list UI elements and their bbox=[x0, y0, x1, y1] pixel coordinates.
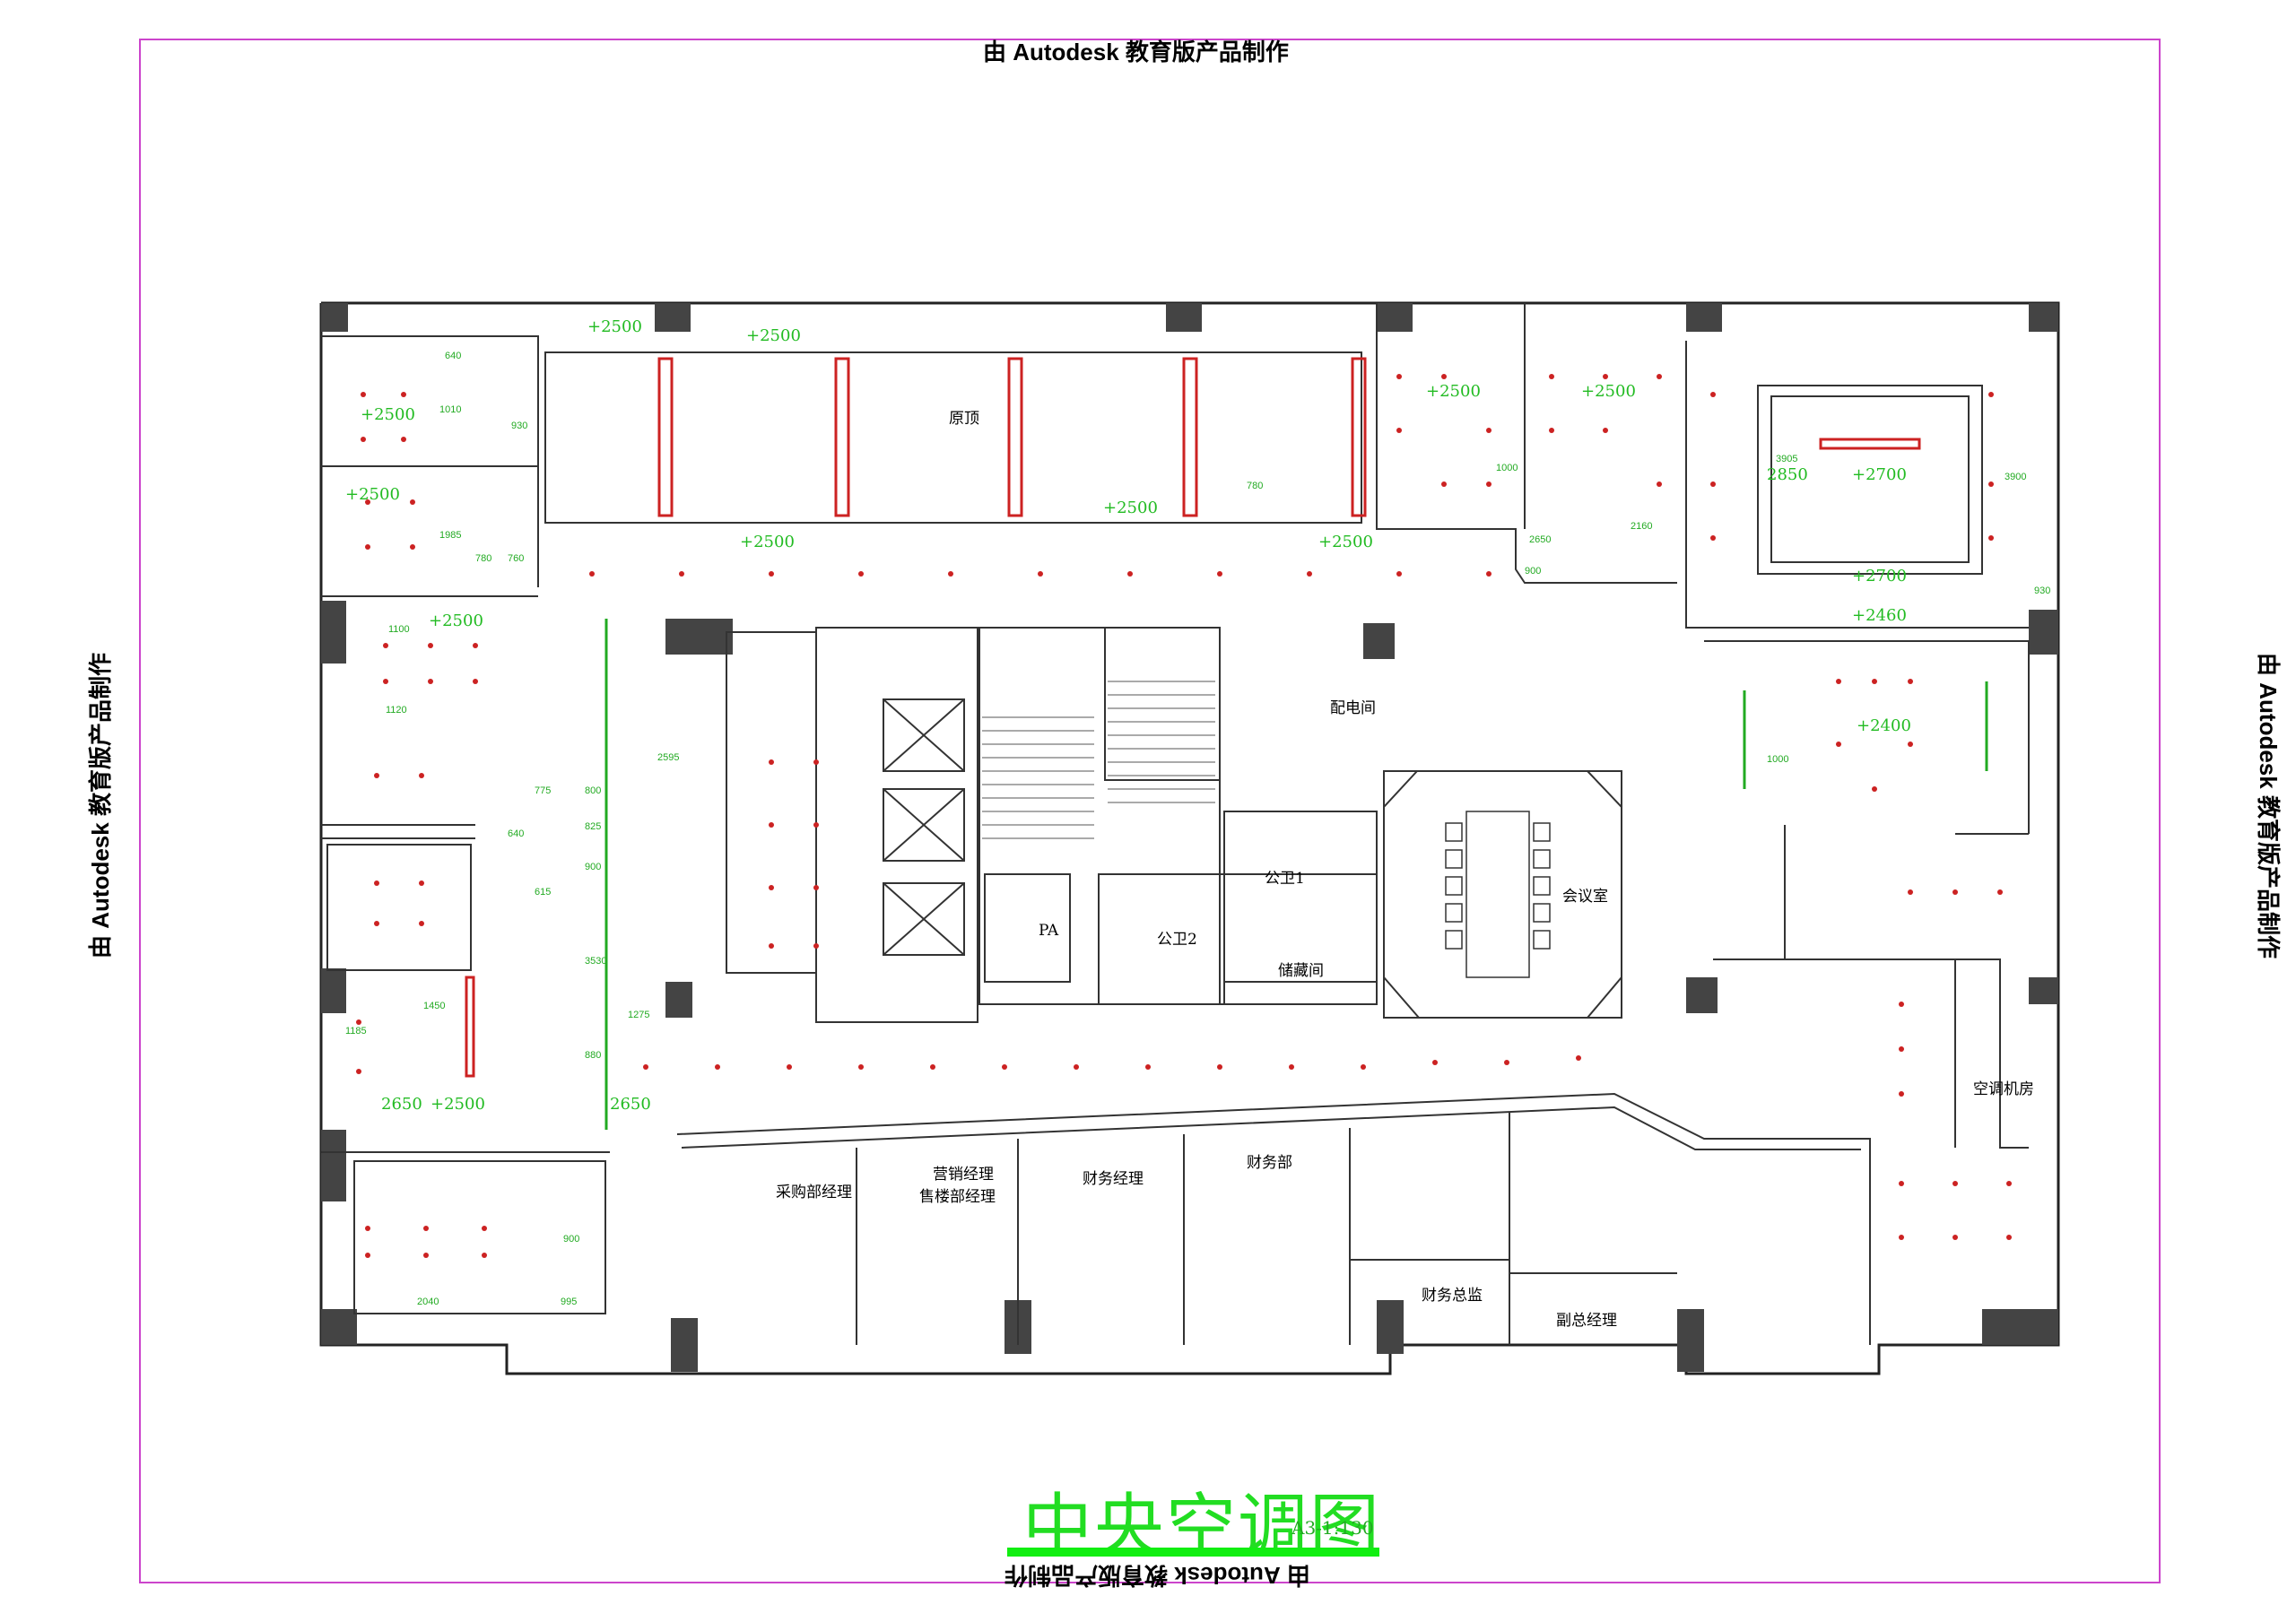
elevation-mark: +2500 bbox=[740, 533, 795, 551]
elevation-mark: 2650 bbox=[610, 1095, 651, 1114]
room-label-marketing: 营销经理 bbox=[933, 1166, 994, 1184]
dimension-label: 930 bbox=[2034, 585, 2050, 596]
stairs bbox=[982, 681, 1215, 839]
elevation-mark: +2460 bbox=[1852, 606, 1907, 625]
dimension-label: 900 bbox=[1525, 566, 1541, 577]
title-underline bbox=[1007, 1548, 1379, 1557]
room-label-sales: 售楼部经理 bbox=[919, 1188, 996, 1206]
dimension-label: 995 bbox=[561, 1297, 577, 1307]
room-label-pa: PA bbox=[1039, 922, 1059, 940]
dimension-label: 2160 bbox=[1631, 521, 1652, 532]
elevators bbox=[883, 698, 965, 956]
elevation-mark: +2400 bbox=[1857, 716, 1911, 735]
dimension-label: 930 bbox=[511, 421, 527, 431]
elevation-mark: +2500 bbox=[1103, 499, 1158, 517]
dimension-label: 1275 bbox=[628, 1010, 649, 1020]
point-diffusers bbox=[356, 374, 2012, 1258]
dimension-label: 780 bbox=[475, 553, 491, 564]
room-label-findir: 财务总监 bbox=[1422, 1287, 1483, 1305]
dimension-label: 1185 bbox=[345, 1026, 367, 1037]
elevation-mark: +2700 bbox=[1852, 567, 1907, 585]
dimension-label: 900 bbox=[563, 1234, 579, 1245]
room-label-purchase: 采购部经理 bbox=[776, 1184, 852, 1201]
dimension-label: 1985 bbox=[439, 530, 461, 541]
elevation-mark: +2500 bbox=[361, 405, 415, 424]
dimension-label: 640 bbox=[445, 351, 461, 361]
dimension-label: 2595 bbox=[657, 752, 679, 763]
room-label-finmgr: 财务经理 bbox=[1083, 1170, 1144, 1188]
elevation-mark: +2500 bbox=[746, 326, 801, 345]
room-label-storage: 储藏间 bbox=[1278, 962, 1324, 980]
room-label-vicegm: 副总经理 bbox=[1556, 1312, 1617, 1330]
room-label-wc1: 公卫1 bbox=[1265, 870, 1305, 888]
slot-diffusers bbox=[465, 357, 1921, 1078]
dimension-label: 1000 bbox=[1496, 463, 1518, 473]
columns bbox=[321, 303, 2058, 1372]
dimension-label: 825 bbox=[585, 821, 601, 832]
supply-lines bbox=[604, 619, 1988, 1130]
dimension-label: 775 bbox=[535, 785, 551, 796]
elevation-mark: 2850 bbox=[1767, 465, 1808, 484]
elevation-mark: +2500 bbox=[345, 485, 400, 504]
dimension-label: 2040 bbox=[417, 1297, 439, 1307]
dimension-label: 640 bbox=[508, 828, 524, 839]
dimension-label: 800 bbox=[585, 785, 601, 796]
dimension-label: 780 bbox=[1247, 481, 1263, 491]
dimension-label: 615 bbox=[535, 887, 551, 898]
watermark-top: 由 Autodesk 教育版产品制作 bbox=[983, 39, 1289, 65]
elevation-mark: 2650 bbox=[381, 1095, 422, 1114]
elevation-mark: +2500 bbox=[429, 612, 483, 630]
dimension-label: 1450 bbox=[423, 1001, 445, 1011]
dimension-label: 2650 bbox=[1529, 534, 1551, 545]
elevation-mark: +2500 bbox=[1318, 533, 1373, 551]
dimension-label: 3905 bbox=[1776, 454, 1797, 464]
drawing-scale: A3-1:130 bbox=[1292, 1517, 1374, 1539]
room-label-wc2: 公卫2 bbox=[1157, 931, 1197, 949]
elevation-mark: +2500 bbox=[1581, 382, 1636, 401]
dimension-label: 880 bbox=[585, 1050, 601, 1061]
dimension-label: 1000 bbox=[1767, 754, 1788, 765]
room-label-finance: 财务部 bbox=[1247, 1154, 1292, 1172]
dimension-label: 1010 bbox=[439, 404, 461, 415]
room-label-ac: 空调机房 bbox=[1973, 1080, 2034, 1098]
dimension-label: 1100 bbox=[388, 624, 410, 635]
dimension-label: 900 bbox=[585, 862, 601, 872]
elevation-mark: +2500 bbox=[587, 317, 642, 336]
drawing-frame bbox=[139, 39, 2161, 1583]
interior-walls bbox=[321, 303, 2030, 1345]
dimension-label: 3900 bbox=[2005, 472, 2026, 482]
dimension-label: 1120 bbox=[386, 705, 407, 716]
meeting-table bbox=[1445, 811, 1551, 978]
room-label-meeting: 会议室 bbox=[1562, 888, 1608, 906]
elevation-mark: +2500 bbox=[430, 1095, 485, 1114]
room-label-ceiling: 原顶 bbox=[949, 410, 979, 428]
room-label-power: 配电间 bbox=[1330, 699, 1376, 717]
elevation-mark: +2700 bbox=[1852, 465, 1907, 484]
elevation-mark: +2500 bbox=[1426, 382, 1481, 401]
dimension-label: 760 bbox=[508, 553, 524, 564]
dimension-label: 3530 bbox=[585, 956, 606, 967]
